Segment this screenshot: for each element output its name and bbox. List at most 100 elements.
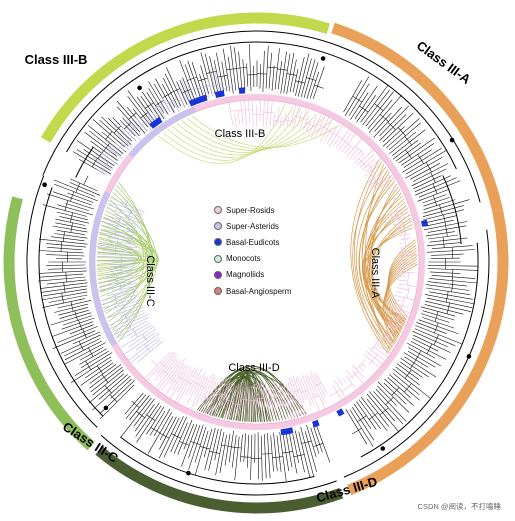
- branch-a-17: [386, 118, 420, 148]
- branch-d-inner-52: [186, 374, 202, 404]
- branch-b-lav-4: [100, 152, 117, 164]
- branch-d-43: [170, 416, 187, 453]
- branch-a-join-69: [434, 311, 439, 322]
- branch-c-40: [38, 276, 86, 282]
- branch-b-lav-23: [160, 103, 168, 114]
- branch-b-3: [83, 149, 113, 169]
- branch-d-inner-46: [200, 376, 216, 416]
- branch-d-join-24: [231, 446, 242, 449]
- boundary-arc-5: [442, 175, 462, 245]
- branch-d-inner-join-0: [314, 382, 322, 387]
- branch-a-inner-35: [372, 346, 390, 359]
- branch-b-inner-42: [362, 158, 375, 171]
- branch-a-10: [368, 94, 402, 133]
- branch-d-1: [312, 425, 323, 453]
- branch-a-16: [382, 126, 405, 147]
- branch-a-71: [421, 313, 450, 323]
- boundary-arc-1: [360, 242, 479, 458]
- branch-a-inner-2: [391, 214, 414, 222]
- branch-c-53: [54, 233, 88, 239]
- link-a-8: [358, 180, 396, 343]
- node-dot-3: [380, 446, 386, 451]
- branch-d-inner-16: [281, 385, 289, 419]
- branch-a-86: [400, 358, 429, 378]
- branch-c-49: [47, 247, 83, 251]
- branch-c-inner-42: [98, 220, 138, 232]
- branch-a-24: [401, 143, 435, 166]
- branch-a-inner-44: [346, 370, 354, 379]
- branch-b-lav-15: [132, 119, 147, 136]
- legend-item-magnoliids: Magnoliids: [214, 267, 314, 283]
- branch-a-100: [368, 391, 396, 422]
- branch-a-inner-8: [399, 243, 404, 245]
- branch-b-inner-43: [364, 157, 383, 173]
- branch-a-74: [416, 322, 447, 334]
- branch-d-inner-join-60: [168, 376, 175, 382]
- link-a-0: [350, 159, 389, 355]
- branch-b-lav-13: [125, 124, 142, 141]
- branch-d-join-54: [136, 411, 145, 418]
- branch-c-inner-40: [103, 229, 135, 237]
- branch-c-inner-47: [108, 204, 141, 218]
- branch-b-lav-19: [139, 102, 156, 123]
- branch-d-join-51: [146, 414, 156, 421]
- legend-label-monocots: Monocots: [226, 254, 261, 264]
- branch-a-inner-join-36: [368, 354, 378, 365]
- link-c-21: [96, 251, 151, 261]
- branch-d-join-57: [131, 400, 140, 408]
- branch-d-inner-56: [174, 368, 195, 403]
- branch-d-inner-55: [177, 367, 198, 404]
- branch-b-56: [242, 59, 246, 90]
- branch-c-join-9: [96, 365, 104, 375]
- link-a-1: [354, 161, 390, 353]
- branch-d-join-42: [171, 433, 181, 439]
- branch-c-join-21: [82, 328, 87, 339]
- branch-c-26: [61, 317, 95, 330]
- branch-b-inner-23: [308, 116, 317, 135]
- branch-d-inner-join-21: [264, 401, 272, 403]
- branch-b-inner-join-21: [305, 122, 317, 128]
- branch-d-inner-5: [304, 376, 322, 416]
- branch-d-inner-49: [195, 376, 209, 406]
- link-c-20: [97, 256, 138, 259]
- branch-c-inner-41: [102, 225, 136, 234]
- branch-c-58: [59, 216, 90, 224]
- branch-c-inner-join-48: [124, 198, 129, 208]
- branch-d-join-33: [199, 446, 211, 450]
- branch-a-join-36: [432, 195, 437, 206]
- branch-d-36: [194, 426, 207, 463]
- branch-a-join-72: [434, 322, 439, 334]
- branch-c-27: [62, 315, 93, 326]
- branch-c-66: [53, 183, 98, 202]
- legend-swatch-monocots: [214, 254, 222, 263]
- branch-c-inner-15: [107, 304, 143, 318]
- branch-b-lav-35: [205, 85, 210, 100]
- branch-b-inner-29: [326, 127, 337, 144]
- branch-c-31: [54, 303, 89, 313]
- branch-b-37: [179, 79, 190, 102]
- branch-d-53: [135, 402, 160, 437]
- branch-a-38: [423, 197, 450, 207]
- branch-a-inner-3: [392, 219, 414, 226]
- branch-b-8: [88, 130, 122, 157]
- branch-b-inner-46: [367, 174, 380, 184]
- branch-c-join-51: [62, 231, 65, 242]
- branch-a-68: [424, 304, 464, 315]
- branch-a-inner-join-3: [402, 222, 407, 235]
- branch-c-inner-10: [109, 317, 149, 338]
- branch-b-58: [249, 44, 252, 92]
- branch-b-inner-join-42: [368, 164, 376, 174]
- branch-a-72: [422, 317, 455, 329]
- branch-c-6: [92, 369, 124, 396]
- branch-c-2: [110, 378, 132, 399]
- branch-a-5: [356, 95, 377, 123]
- branch-b-inner-28: [324, 127, 333, 141]
- branch-b-lav-29: [180, 87, 190, 108]
- branch-c-inner-28: [109, 269, 136, 272]
- branch-c-join-36: [63, 282, 66, 293]
- outer-label-iii-d: Class III-D: [314, 474, 379, 506]
- branch-b-join-6: [103, 142, 111, 151]
- node-dot-2: [466, 354, 472, 359]
- branch-a-join-57: [451, 269, 454, 281]
